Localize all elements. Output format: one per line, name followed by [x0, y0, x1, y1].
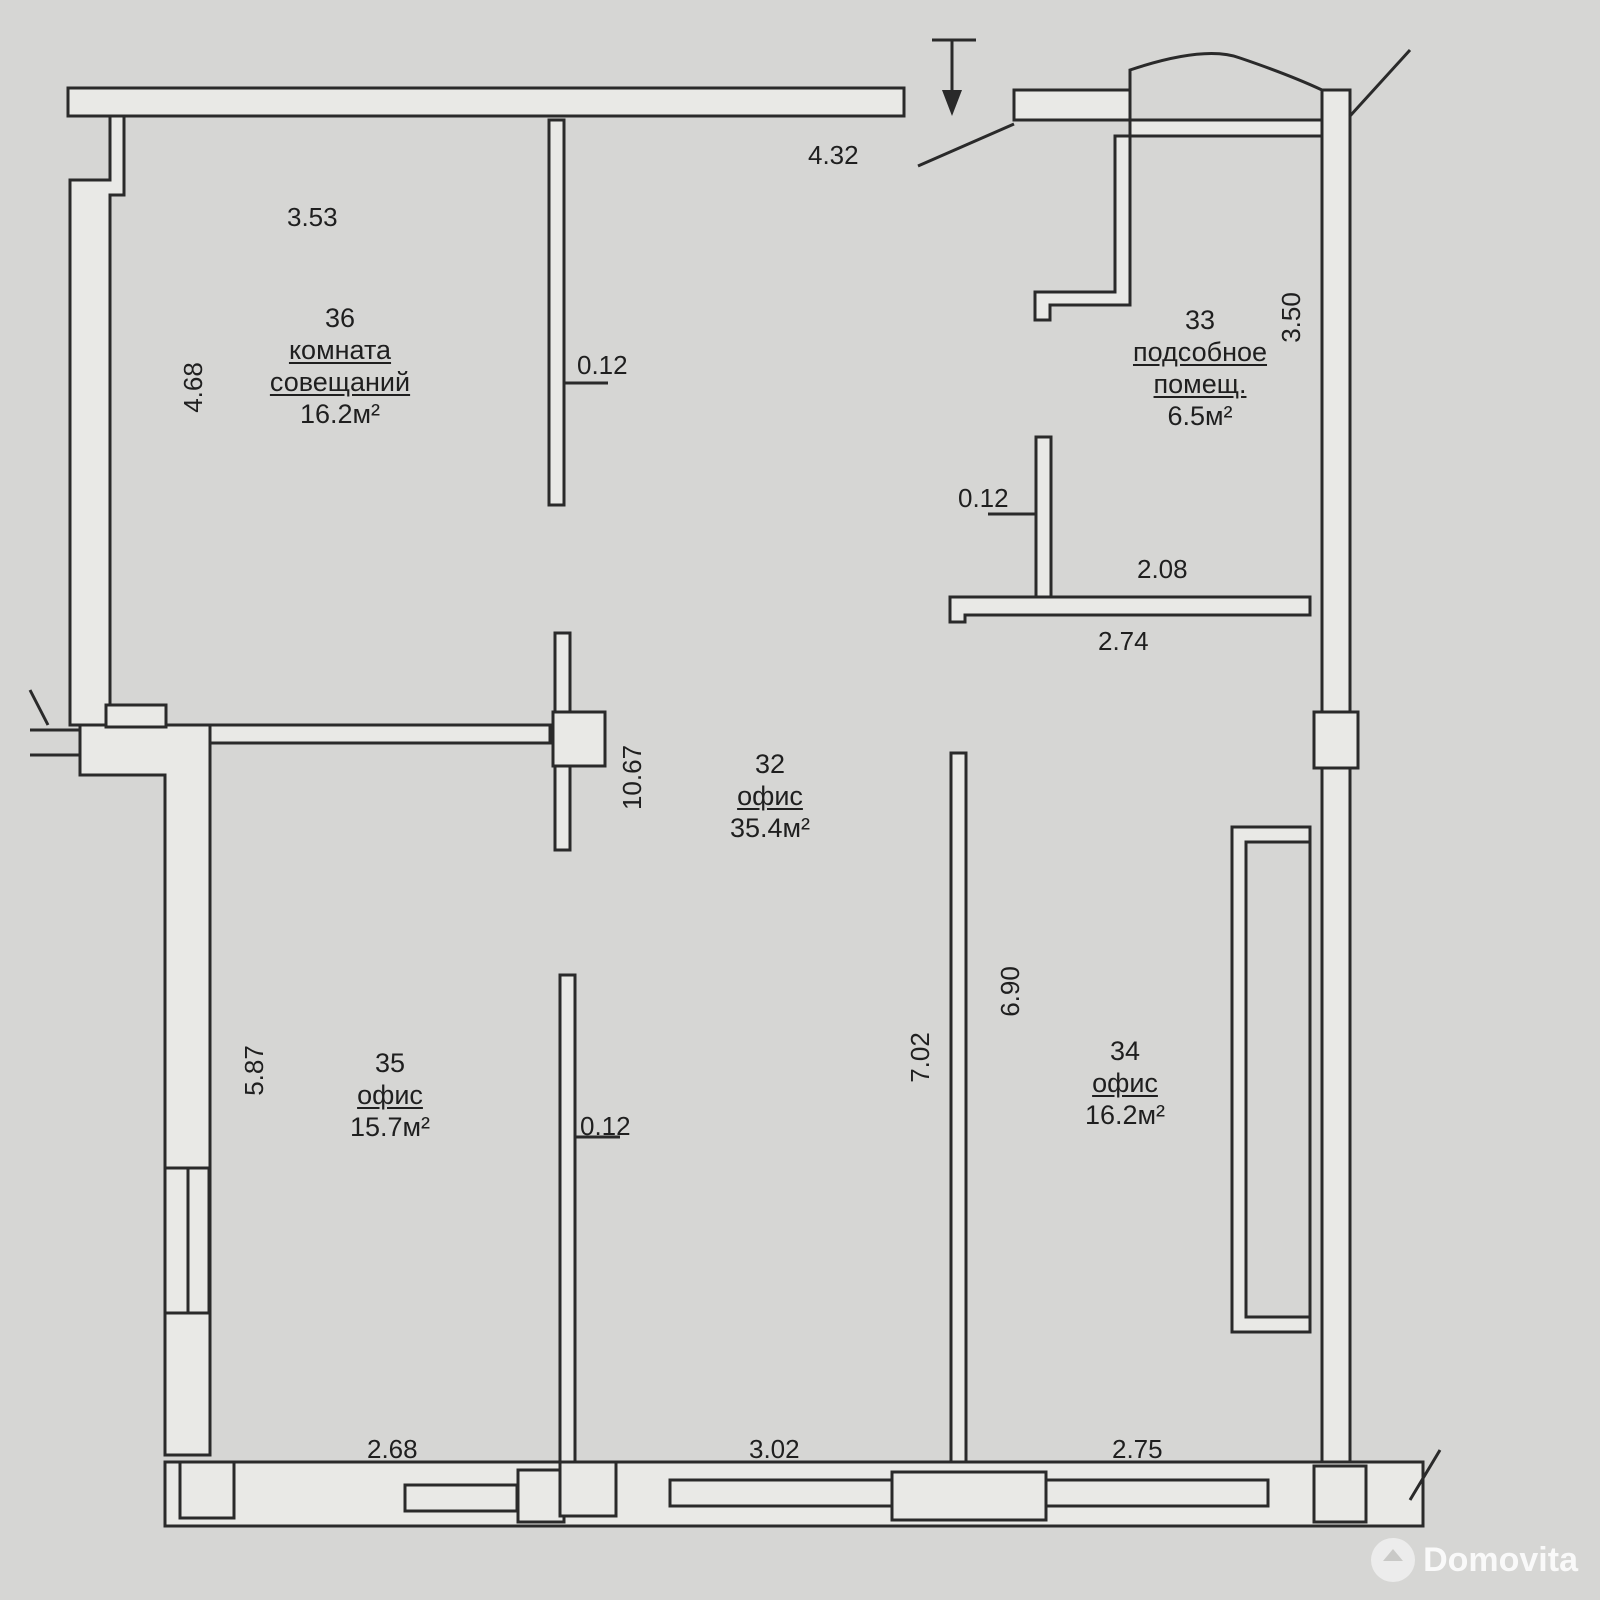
dim-350: 3.50	[1275, 292, 1306, 343]
window-bottom-3	[1044, 1478, 1270, 1508]
room-35-label: 35 офис 15.7м²	[310, 1047, 470, 1143]
pier-bottom	[890, 1470, 1048, 1522]
room-number: 34	[1109, 1036, 1141, 1066]
wall-36-35	[208, 723, 552, 745]
room-area: 15.7м²	[349, 1112, 431, 1142]
dim-012-c: 0.12	[580, 1111, 631, 1141]
wall-33-bottom	[948, 595, 1312, 624]
partition-32-34	[949, 751, 968, 1464]
niche-34-inner	[1244, 840, 1312, 1319]
room-34-label: 34 офис 16.2м²	[1045, 1035, 1205, 1131]
room-name-line: офис	[357, 1080, 423, 1110]
room-number: 32	[754, 749, 786, 779]
dim-268: 2.68	[367, 1434, 418, 1464]
wall-top-inner-right	[1128, 118, 1324, 138]
dim-468: 4.68	[177, 362, 208, 413]
partition-mid-lower	[553, 764, 572, 852]
bay-window-outline	[1128, 52, 1324, 120]
room-name-line: подсобное	[1132, 337, 1268, 367]
partition-35-32	[558, 973, 577, 1464]
room-area: 16.2м²	[299, 399, 381, 429]
column-bottom-1	[178, 1460, 236, 1520]
partition-33-left	[1034, 435, 1053, 599]
room-area: 6.5м²	[1167, 401, 1233, 431]
column-center	[551, 710, 607, 768]
door-jamb-left	[104, 703, 168, 729]
dim-353: 3.53	[287, 202, 338, 232]
window-bottom-2	[668, 1478, 894, 1508]
wall-left-lower	[78, 723, 212, 1457]
section-arrow-head	[942, 90, 962, 116]
cut-line-bottom-right	[1408, 1449, 1442, 1501]
dim-432: 4.32	[808, 140, 859, 170]
wall-left-upper	[68, 114, 126, 727]
wall-top-left	[66, 86, 906, 118]
dim-275: 2.75	[1112, 1434, 1163, 1464]
dim-302: 3.02	[749, 1434, 800, 1464]
partition-mid-upper	[553, 631, 572, 725]
room-name-line: помещ.	[1153, 369, 1247, 399]
column-right	[1312, 710, 1360, 770]
dim-702: 7.02	[904, 1032, 935, 1083]
room-number: 33	[1184, 305, 1216, 335]
room-32-label: 32 офис 35.4м²	[690, 748, 850, 844]
column-bottom-2	[516, 1468, 566, 1524]
dim-274: 2.74	[1098, 626, 1149, 656]
room-number: 36	[324, 303, 356, 333]
dim-1067: 10.67	[617, 744, 648, 811]
wall-right	[1320, 88, 1352, 1487]
dim-587: 5.87	[238, 1045, 269, 1096]
dim-012-a: 0.12	[577, 350, 628, 380]
column-bottom-3	[558, 1460, 618, 1518]
room-33-label: 33 подсобное помещ. 6.5м²	[1100, 304, 1300, 432]
cut-line-top	[917, 122, 1015, 168]
room-name-line: совещаний	[269, 367, 411, 397]
room-name-line: офис	[737, 781, 803, 811]
room-name-line: офис	[1092, 1068, 1158, 1098]
room-name-line: комната	[288, 335, 392, 365]
cut-line-right-top	[1348, 48, 1412, 118]
dim-208: 2.08	[1137, 554, 1188, 584]
watermark-text: Domovita	[1423, 1540, 1578, 1579]
entry-cut	[28, 689, 50, 726]
domovita-logo-icon	[1371, 1538, 1416, 1582]
room-number: 35	[374, 1048, 406, 1078]
watermark: Domovita	[1371, 1538, 1578, 1582]
room-area: 16.2м²	[1084, 1100, 1166, 1130]
wall-33-shaft	[1033, 134, 1132, 322]
room-36-label: 36 комната совещаний 16.2м²	[240, 302, 440, 430]
wall-top-right	[1012, 88, 1132, 122]
column-bottom-4	[1312, 1464, 1368, 1524]
window-bottom-1	[403, 1483, 519, 1513]
dim-690: 6.90	[994, 966, 1025, 1017]
room-area: 35.4м²	[729, 813, 811, 843]
dim-012-b: 0.12	[958, 483, 1009, 513]
partition-36-32	[547, 118, 566, 507]
